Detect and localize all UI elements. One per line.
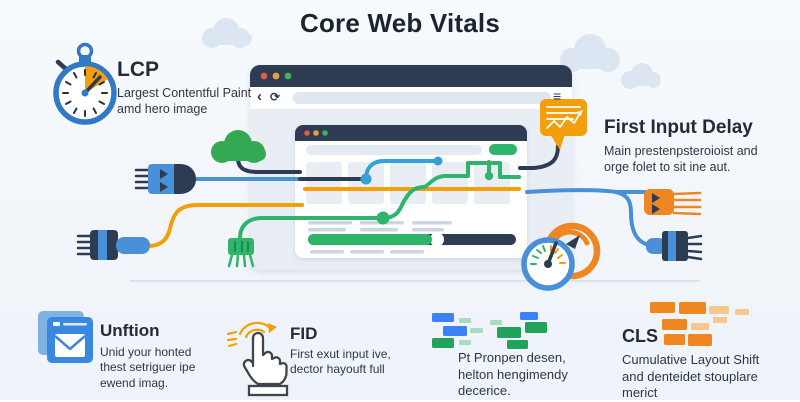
layout-blocks-icon xyxy=(432,312,547,349)
layout-description: Pt Pronpen desen, helton hengimendy dece… xyxy=(458,350,568,400)
lcp-description-line1: Largest Contentful Paint xyxy=(117,86,252,100)
cloud-decoration xyxy=(202,18,661,89)
cls-description: Cumulative Layout Shift and denteidet st… xyxy=(622,352,759,402)
cls-blocks-icon xyxy=(650,302,749,346)
wire-green-left xyxy=(238,216,385,240)
browser-refresh-icon: ⟳ xyxy=(270,90,281,104)
progress-bar xyxy=(308,232,516,247)
fid-top-description: Main prestenpsteroioist and orge folet t… xyxy=(604,143,758,176)
fid-bottom-description: First exut input ive, dector hayouft ful… xyxy=(290,347,391,378)
speech-bubble-chart-icon xyxy=(540,99,587,150)
address-bar xyxy=(293,92,551,104)
fid-bottom-description-line1: First exut input ive, xyxy=(290,347,391,361)
fid-top-description-line1: Main prestenpsteroioist and xyxy=(604,144,758,158)
unftion-description-line1: Unid your honted xyxy=(100,345,192,359)
lcp-heading: LCP xyxy=(117,58,159,81)
flow-dots xyxy=(360,156,494,225)
cls-description-line3: merict xyxy=(622,385,658,401)
page-title: Core Web Vitals xyxy=(300,8,500,38)
cloud-icon xyxy=(211,130,266,163)
fid-top-description-line2: orge folet to sit ine aut. xyxy=(604,160,731,175)
browser-window-inner xyxy=(295,125,527,258)
plug-dark-left-icon xyxy=(76,230,150,260)
text-placeholder-lines xyxy=(308,221,452,232)
stopwatch-icon xyxy=(53,42,117,125)
cls-description-line1: Cumulative Layout Shift xyxy=(622,352,760,367)
unftion-heading: Unftion xyxy=(100,321,160,340)
inner-titlebar xyxy=(295,125,527,141)
wire-blue-right xyxy=(525,188,648,194)
speed-gauge-icon xyxy=(521,222,601,291)
lcp-description: Largest Contentful Paint amd hero image xyxy=(117,85,251,118)
flow-green-step xyxy=(423,161,521,189)
cls-description-line2: and denteidet stouplare xyxy=(622,368,758,384)
layout-description-line1: Pt Pronpen desen, xyxy=(458,350,566,365)
browser-back-icon: ‹ xyxy=(257,88,262,105)
traffic-light-dots-icon xyxy=(304,130,328,136)
text-placeholder-lines xyxy=(310,250,424,254)
window-envelope-icon xyxy=(38,311,93,363)
unftion-description-line2: thest setriguer ipe xyxy=(100,360,196,375)
layout-description-line3: decerice. xyxy=(458,383,511,399)
wire-blue-right-branch xyxy=(614,190,652,247)
connector-wires xyxy=(146,144,652,248)
unftion-description: Unid your honted thest setriguer ipe ewe… xyxy=(100,345,195,391)
cls-heading: CLS xyxy=(622,326,658,346)
fid-bottom-description-line2: dector hayouft full xyxy=(290,362,385,377)
layout-description-line2: helton hengimendy xyxy=(458,366,568,382)
green-button xyxy=(489,144,517,155)
unftion-description-line3: ewend imag. xyxy=(100,375,169,390)
plug-blue-left-icon xyxy=(134,164,196,194)
flow-green-curve xyxy=(381,185,427,220)
plug-orange-right-icon xyxy=(644,189,702,216)
browser-titlebar xyxy=(250,65,572,87)
lcp-description-line2: amd hero image xyxy=(117,102,208,117)
plug-blue-right-icon xyxy=(646,231,703,261)
search-bar xyxy=(306,145,482,155)
traffic-light-dots-icon xyxy=(260,72,292,80)
tap-hand-icon xyxy=(226,321,289,397)
wire-speech-bubble xyxy=(518,144,560,170)
plug-green-icon xyxy=(227,238,255,268)
wire-orange-left xyxy=(146,203,304,248)
fid-top-heading: First Input Delay xyxy=(604,117,753,138)
browser-menu-icon: ≡ xyxy=(553,88,562,104)
fid-bottom-heading: FID xyxy=(290,324,318,343)
